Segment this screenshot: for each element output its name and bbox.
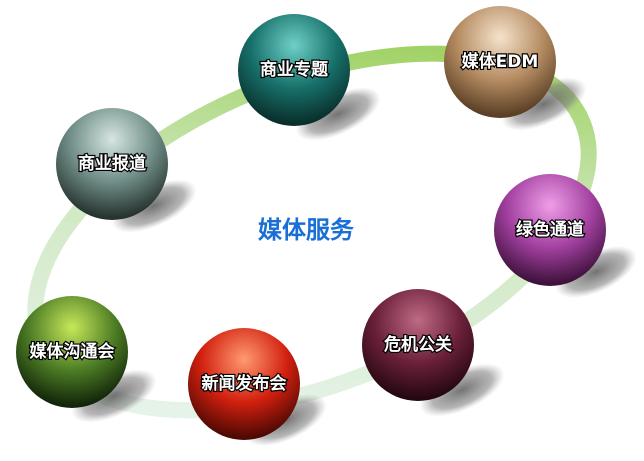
node-commercial-topic[interactable]: 商业专题 (238, 14, 388, 152)
node-sphere (188, 328, 300, 440)
node-label: 危机公关 (383, 334, 452, 355)
node-commercial-report[interactable]: 商业报道 (56, 108, 204, 244)
center-label: 媒体服务 (258, 216, 355, 244)
node-shadow (295, 87, 381, 141)
node-sphere (362, 289, 474, 401)
node-sphere (238, 14, 350, 126)
node-sphere (444, 6, 556, 118)
node-sphere (16, 296, 128, 408)
node-media-edm[interactable]: 媒体EDM (444, 6, 594, 142)
node-shadow (501, 77, 587, 131)
node-shadow (71, 369, 157, 423)
node-shadow (555, 246, 637, 298)
node-shadow (111, 179, 197, 233)
node-label: 商业专题 (260, 59, 329, 80)
node-press-conference[interactable]: 新闻发布会 (188, 328, 334, 457)
node-media-communication[interactable]: 媒体沟通会 (16, 296, 164, 434)
node-shadow (419, 363, 505, 417)
node-label: 媒体沟通会 (30, 341, 115, 362)
node-green-channel[interactable]: 绿色通道 (494, 174, 644, 309)
node-label: 新闻发布会 (202, 373, 287, 394)
node-label: 商业报道 (78, 153, 146, 174)
node-label: 绿色通道 (516, 219, 584, 240)
node-label: 媒体EDM (462, 51, 539, 72)
node-crisis-pr[interactable]: 危机公关 (362, 289, 512, 428)
node-sphere (56, 108, 168, 220)
node-sphere (494, 174, 606, 286)
